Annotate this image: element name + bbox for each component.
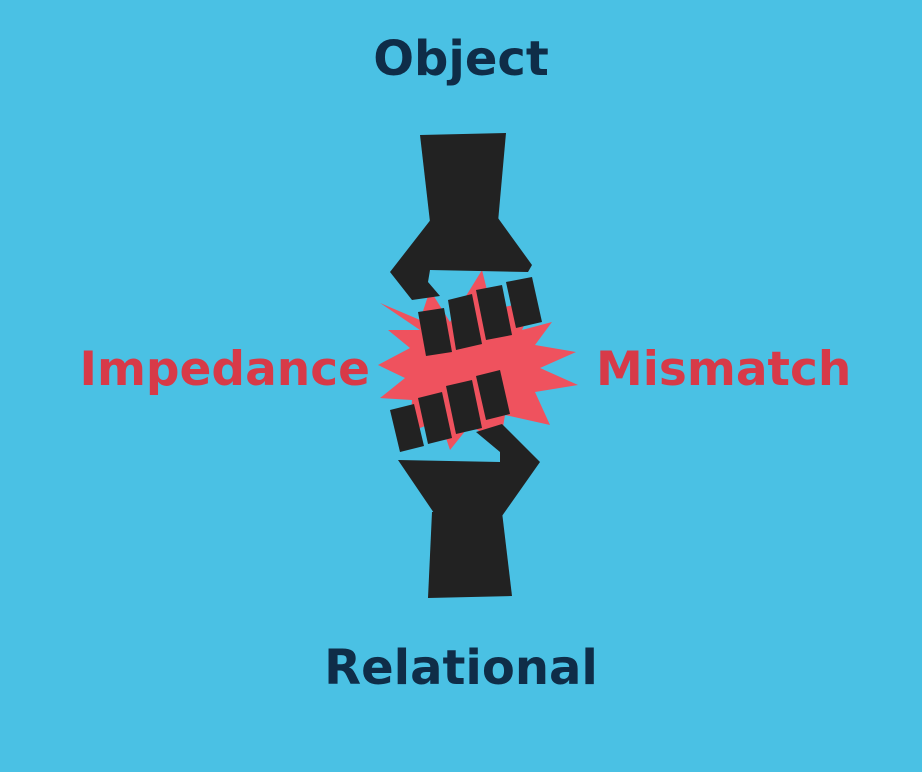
impedance-label: Impedance bbox=[79, 342, 370, 397]
mismatch-label: Mismatch bbox=[596, 342, 852, 397]
bottom-hand-icon bbox=[390, 370, 540, 598]
object-label: Object bbox=[373, 31, 549, 87]
top-hand-icon bbox=[390, 133, 542, 356]
relational-label: Relational bbox=[324, 640, 598, 696]
